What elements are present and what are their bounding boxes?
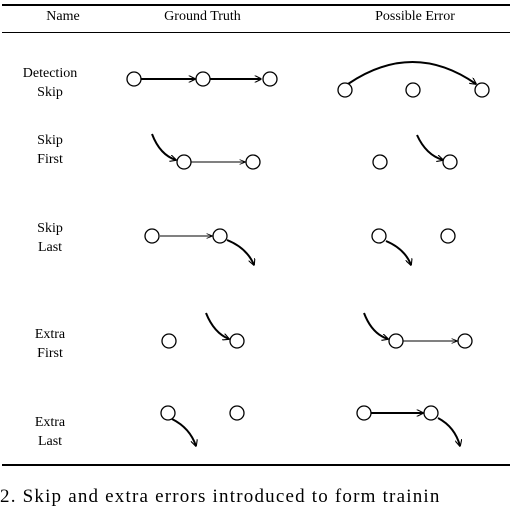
detection-node — [371, 228, 387, 244]
detection-node — [474, 82, 490, 98]
row-label-line2: First — [37, 346, 63, 361]
incoming-curved-arrow — [416, 134, 443, 160]
outgoing-curved-arrow — [385, 240, 411, 265]
detection-node — [457, 333, 473, 349]
detection-node — [160, 405, 176, 421]
row-label-line2: Last — [37, 434, 63, 449]
detection-node — [195, 71, 211, 87]
table-top-rule — [2, 4, 510, 6]
detection-node — [405, 82, 421, 98]
incoming-curved-arrow — [151, 133, 176, 160]
row-skip-first-ground-truth — [151, 133, 261, 170]
detection-node — [372, 154, 388, 170]
detection-node — [144, 228, 160, 244]
row-extra-first-ground-truth — [161, 312, 245, 349]
row-label-line1: Skip — [37, 133, 63, 148]
row-extra-first-possible-error — [363, 312, 473, 349]
header-name: Name — [46, 9, 80, 24]
detection-node — [356, 405, 372, 421]
detection-node — [212, 228, 228, 244]
row-label-skip-first: Skip First — [0, 131, 100, 169]
detection-node — [423, 405, 439, 421]
row-label-extra-last: Extra Last — [0, 413, 100, 451]
detection-node — [388, 333, 404, 349]
detection-node — [245, 154, 261, 170]
detection-node — [337, 82, 353, 98]
incoming-curved-arrow — [205, 312, 229, 339]
row-label-skip-last: Skip Last — [0, 219, 100, 257]
row-label-extra-first: Extra First — [0, 325, 100, 363]
row-skip-last-ground-truth — [144, 228, 254, 265]
outgoing-curved-arrow — [437, 417, 460, 446]
detection-node — [229, 405, 245, 421]
figure-caption: 2. Skip and extra errors introduced to f… — [0, 486, 441, 507]
row-label-line1: Extra — [34, 327, 66, 342]
row-label-detection-skip: Detection Skip — [0, 64, 100, 102]
detection-node — [442, 154, 458, 170]
row-label-line1: Extra — [34, 415, 66, 430]
row-skip-last-possible-error — [371, 228, 456, 265]
row-label-line2: Last — [37, 240, 63, 255]
row-detection-skip-possible-error — [337, 61, 490, 98]
table-bottom-rule — [2, 464, 510, 466]
detection-node — [176, 154, 192, 170]
incoming-curved-arrow — [363, 312, 388, 339]
detection-node — [161, 333, 177, 349]
row-label-line1: Detection — [22, 66, 78, 81]
detection-node — [229, 333, 245, 349]
header-ground-truth: Ground Truth — [164, 9, 241, 24]
row-skip-first-possible-error — [372, 134, 458, 170]
row-label-line2: First — [37, 152, 63, 167]
header-possible-error: Possible Error — [375, 9, 455, 24]
row-label-line1: Skip — [37, 221, 63, 236]
curved-skip-arrow — [347, 61, 476, 84]
row-detection-skip-ground-truth — [126, 71, 278, 87]
outgoing-curved-arrow — [171, 418, 196, 446]
row-extra-last-possible-error — [356, 405, 460, 446]
row-extra-last-ground-truth — [160, 405, 245, 446]
detection-node — [126, 71, 142, 87]
table-header-rule — [2, 32, 510, 33]
detection-node — [262, 71, 278, 87]
row-label-line2: Skip — [37, 85, 63, 100]
detection-node — [440, 228, 456, 244]
outgoing-curved-arrow — [226, 239, 254, 265]
